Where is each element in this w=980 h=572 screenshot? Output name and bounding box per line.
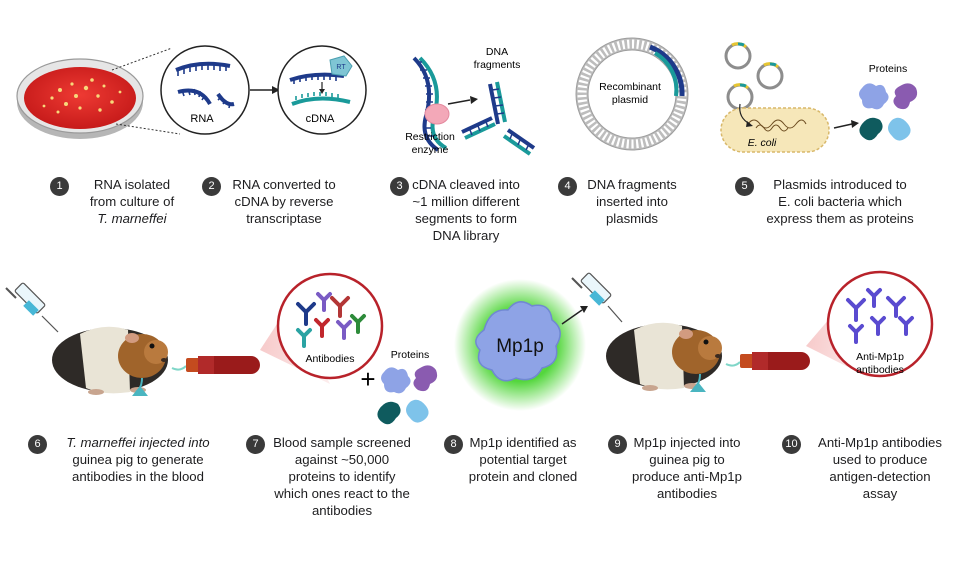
recombinant-plasmid-label-line1: Recombinant [599, 81, 661, 93]
ecoli-bacterium-icon [720, 103, 830, 153]
step-7-caption: 7 Blood sample screened against ~50,000 … [246, 434, 422, 519]
mp1p-protein-icon [475, 301, 561, 382]
step-10-line-3: antigen-detection [829, 469, 931, 484]
step-2-number: 2 [202, 177, 221, 196]
step-4-line-1: DNA fragments [587, 177, 677, 192]
step-8-line-1: Mp1p identified as [469, 435, 577, 450]
step-3-caption: 3 cDNA cleaved into ~1 million different… [386, 176, 546, 244]
step-7-line-3: proteins to identify [288, 469, 396, 484]
step-8-line-2: potential target [479, 452, 567, 467]
step-6-line-3: antibodies in the blood [72, 469, 204, 484]
restriction-enzyme-icon [424, 103, 450, 125]
guinea-pig-icon [52, 326, 168, 395]
anti-mp1p-label-line1: Anti-Mp1p [856, 351, 904, 363]
step-9-line-4: antibodies [656, 486, 718, 501]
step-6-caption: 6 T. marneffei injected into guinea pig … [28, 434, 228, 485]
step-5-number: 5 [735, 177, 754, 196]
step-4-line-2: inserted into [596, 194, 668, 209]
syringe-icon-2 [571, 272, 623, 323]
step-1-number: 1 [50, 177, 69, 196]
step-1-line-3: T. marneffei [97, 211, 167, 226]
step-6-line-1: T. marneffei injected into [66, 435, 210, 450]
proteins-top-label: Proteins [869, 63, 908, 75]
step-4-number: 4 [558, 177, 577, 196]
mp1p-label: Mp1p [496, 336, 544, 357]
step-10-line-2: used to produce [832, 452, 928, 467]
proteins-top-icon [859, 83, 918, 141]
anti-mp1p-label-line2: antibodies [856, 364, 904, 376]
step-8-line-3: protein and cloned [468, 469, 578, 484]
dna-fragments-icon [461, 81, 536, 156]
plus-sign: + [360, 364, 375, 394]
rna-circle-icon [160, 45, 250, 135]
proteins-bottom-icon [377, 365, 438, 425]
antibodies-zoom-circle [276, 272, 384, 380]
step-9-line-3: produce anti-Mp1p [632, 469, 742, 484]
step-3-line-4: DNA library [432, 228, 500, 243]
restriction-enzyme-label-line1: Restriction [405, 131, 455, 143]
step-3-number: 3 [390, 177, 409, 196]
step-9-line-1: Mp1p injected into [633, 435, 741, 450]
step-8-caption: 8 Mp1p identified as potential target pr… [444, 434, 598, 485]
step-4-caption: 4 DNA fragments inserted into plasmids [552, 176, 712, 227]
step-2-line-3: transcriptase [246, 211, 322, 226]
step-1-line-2: from culture of [89, 194, 175, 209]
step-2-line-1: RNA converted to [232, 177, 336, 192]
step-2-line-2: cDNA by reverse [234, 194, 334, 209]
step-10-line-4: assay [862, 486, 898, 501]
step-1-line-1: RNA isolated [93, 177, 171, 192]
step-4-line-3: plasmids [605, 211, 659, 226]
step-3-line-2: ~1 million different [412, 194, 520, 209]
step-7-line-4: which ones react to the [274, 486, 410, 501]
anti-mp1p-zoom-circle [826, 270, 934, 378]
dna-fragments-label-line1: DNA [486, 46, 508, 58]
step-7-line-1: Blood sample screened [273, 435, 411, 450]
step-7-number: 7 [246, 435, 265, 454]
step-2-caption: 2 RNA converted to cDNA by reverse trans… [202, 176, 364, 227]
step-5-caption: 5 Plasmids introduced to E. coli bacteri… [735, 176, 935, 227]
cdna-circle-icon: RT [277, 45, 367, 135]
step-10-line-1: Anti-Mp1p antibodies [818, 435, 942, 450]
syringe-icon [5, 282, 59, 333]
step-10-caption: 10 Anti-Mp1p antibodies used to produce … [782, 434, 960, 502]
step-7-line-5: antibodies [311, 503, 373, 518]
cdna-label: cDNA [306, 113, 335, 125]
step-6-number: 6 [28, 435, 47, 454]
recombinant-plasmid-icon [575, 37, 689, 151]
step-8-number: 8 [444, 435, 463, 454]
restriction-enzyme-label-line2: enzyme [412, 144, 449, 156]
blood-tube-icon-2 [690, 352, 810, 392]
proteins-bottom-label: Proteins [391, 349, 430, 361]
step-1-caption: 1 RNA isolated from culture of T. marnef… [50, 176, 212, 227]
step-7-line-2: against ~50,000 [294, 452, 390, 467]
step-9-number: 9 [608, 435, 627, 454]
petri-dish-icon [16, 58, 144, 139]
rt-label: RT [336, 64, 346, 71]
step-10-number: 10 [782, 435, 801, 454]
dna-fragments-label-line2: fragments [474, 59, 521, 71]
step-9-line-2: guinea pig to [649, 452, 725, 467]
step-3-line-3: segments to form [415, 211, 517, 226]
plasmids-icon [724, 42, 784, 111]
recombinant-plasmid-label-line2: plasmid [612, 94, 648, 106]
step-6-line-2: guinea pig to generate [72, 452, 204, 467]
blood-tube-icon [132, 356, 260, 396]
step-5-line-2: E. coli bacteria which [778, 194, 902, 209]
guinea-pig-icon-2 [606, 322, 722, 391]
rna-label: RNA [190, 113, 214, 125]
step-5-line-1: Plasmids introduced to [773, 177, 907, 192]
ecoli-label: E. coli [748, 137, 777, 149]
step-9-caption: 9 Mp1p injected into guinea pig to produ… [608, 434, 762, 502]
step-5-line-3: express them as proteins [766, 211, 914, 226]
antibodies-label: Antibodies [305, 353, 354, 365]
step-3-line-1: cDNA cleaved into [412, 177, 520, 192]
